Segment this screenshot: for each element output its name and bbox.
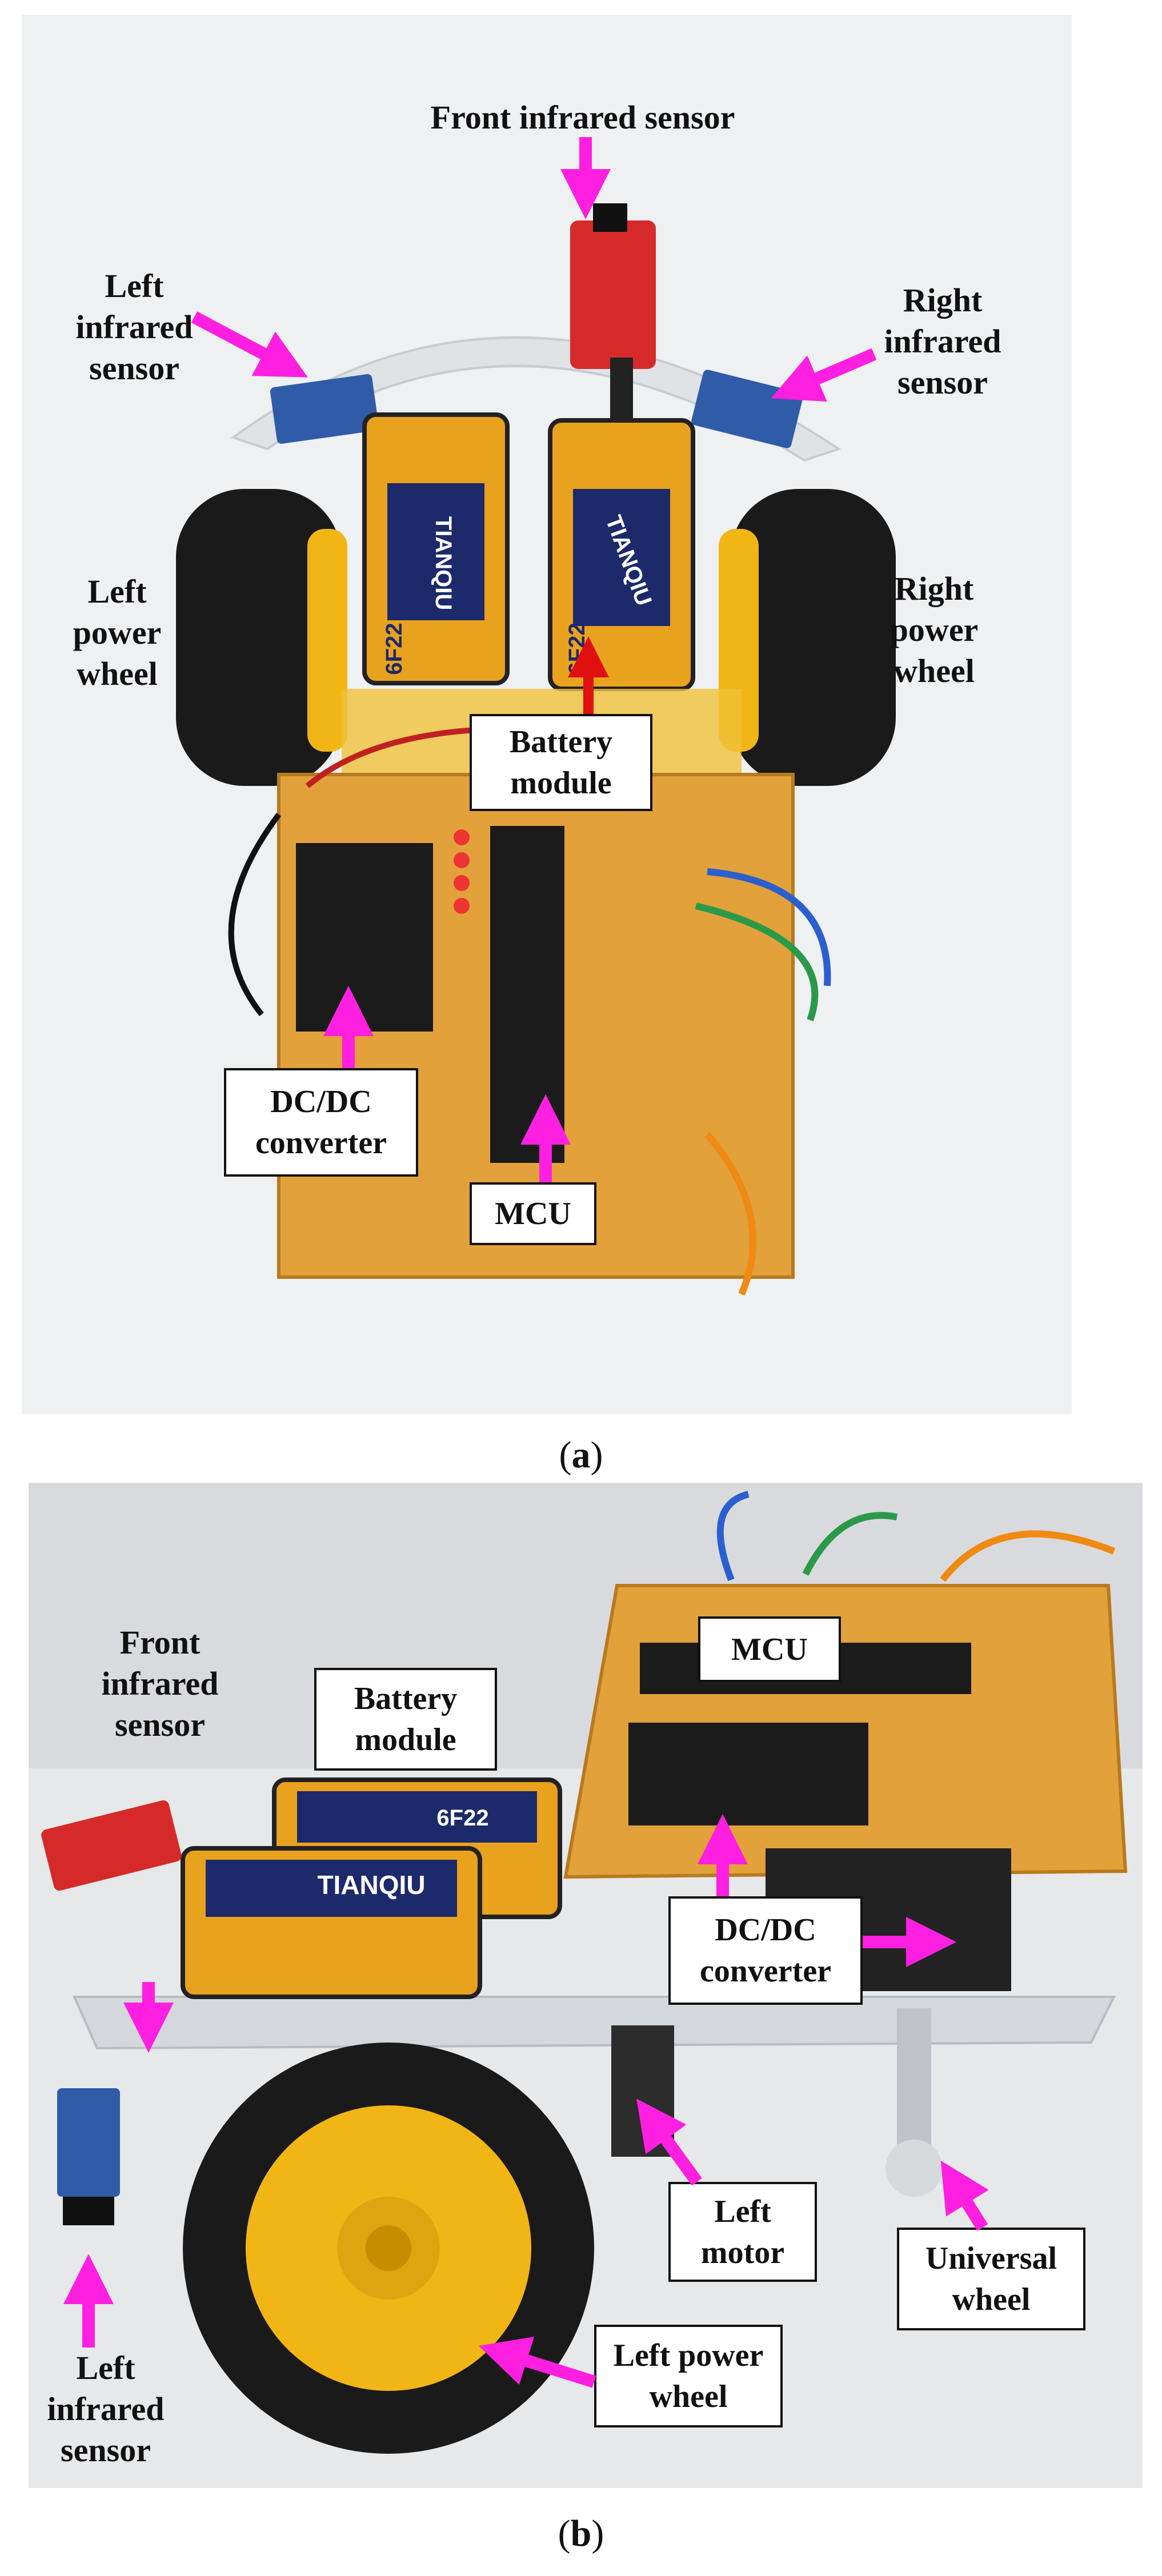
front-sensor-side <box>41 1800 182 1891</box>
label-left-power-wheel-b: Left power wheel <box>594 2325 783 2427</box>
label-left-infrared-sensor: Left infrared sensor <box>75 267 193 387</box>
label-left-power-wheel: Left power wheel <box>73 573 162 692</box>
label-left-motor-b: Left motor <box>668 2182 817 2282</box>
battery-left-type: 6F22 <box>382 623 407 675</box>
battery-side-brand: TIANQIU <box>317 1870 425 1900</box>
battery-right-type: 6F22 <box>564 623 590 675</box>
dcdc-module <box>296 843 433 1032</box>
label-right-infrared-sensor: Right infrared sensor <box>884 282 1001 401</box>
label-mcu: MCU <box>470 1182 596 1245</box>
left-motor-side <box>611 2025 674 2157</box>
battery-side-type: 6F22 <box>436 1805 488 1831</box>
right-ir-board <box>691 370 803 448</box>
left-ir-side <box>57 2088 120 2197</box>
label-dcdc-converter: DC/DC converter <box>224 1068 418 1177</box>
label-mcu-b: MCU <box>698 1616 841 1682</box>
right-wheel <box>730 489 896 786</box>
label-left-infrared-sensor-b: Left infrared sensor <box>47 2349 165 2469</box>
caption-a: (a) <box>559 1434 603 1476</box>
label-front-infrared-sensor-b: Front infrared sensor <box>101 1624 219 1743</box>
photo-side-view: TIANQIU 6F22 <box>29 1483 1143 2488</box>
left-ir-board <box>270 374 379 444</box>
label-right-power-wheel: Right power wheel <box>889 570 979 689</box>
panel-a: TIANQIU TIANQIU 6F22 6F22 Front infrared… <box>22 15 1072 1476</box>
front-sensor-board <box>570 220 656 369</box>
dcdc-module-side <box>628 1723 868 1825</box>
label-front-infrared-sensor: Front infrared sensor <box>430 99 735 136</box>
mcu-chip <box>490 826 564 1163</box>
label-battery-module: Battery module <box>470 714 652 811</box>
label-battery-module-b: Battery module <box>314 1668 497 1771</box>
label-dcdc-converter-b: DC/DC converter <box>668 1896 863 2005</box>
caption-b: (b) <box>558 2513 604 2554</box>
left-wheel <box>176 489 342 786</box>
universal-wheel-side <box>897 2008 931 2145</box>
battery-left-brand: TIANQIU <box>431 516 456 610</box>
panel-b: TIANQIU 6F22 Front infrared sensor Batte… <box>0 1474 1162 2576</box>
label-universal-wheel-b: Universal wheel <box>897 2228 1085 2330</box>
